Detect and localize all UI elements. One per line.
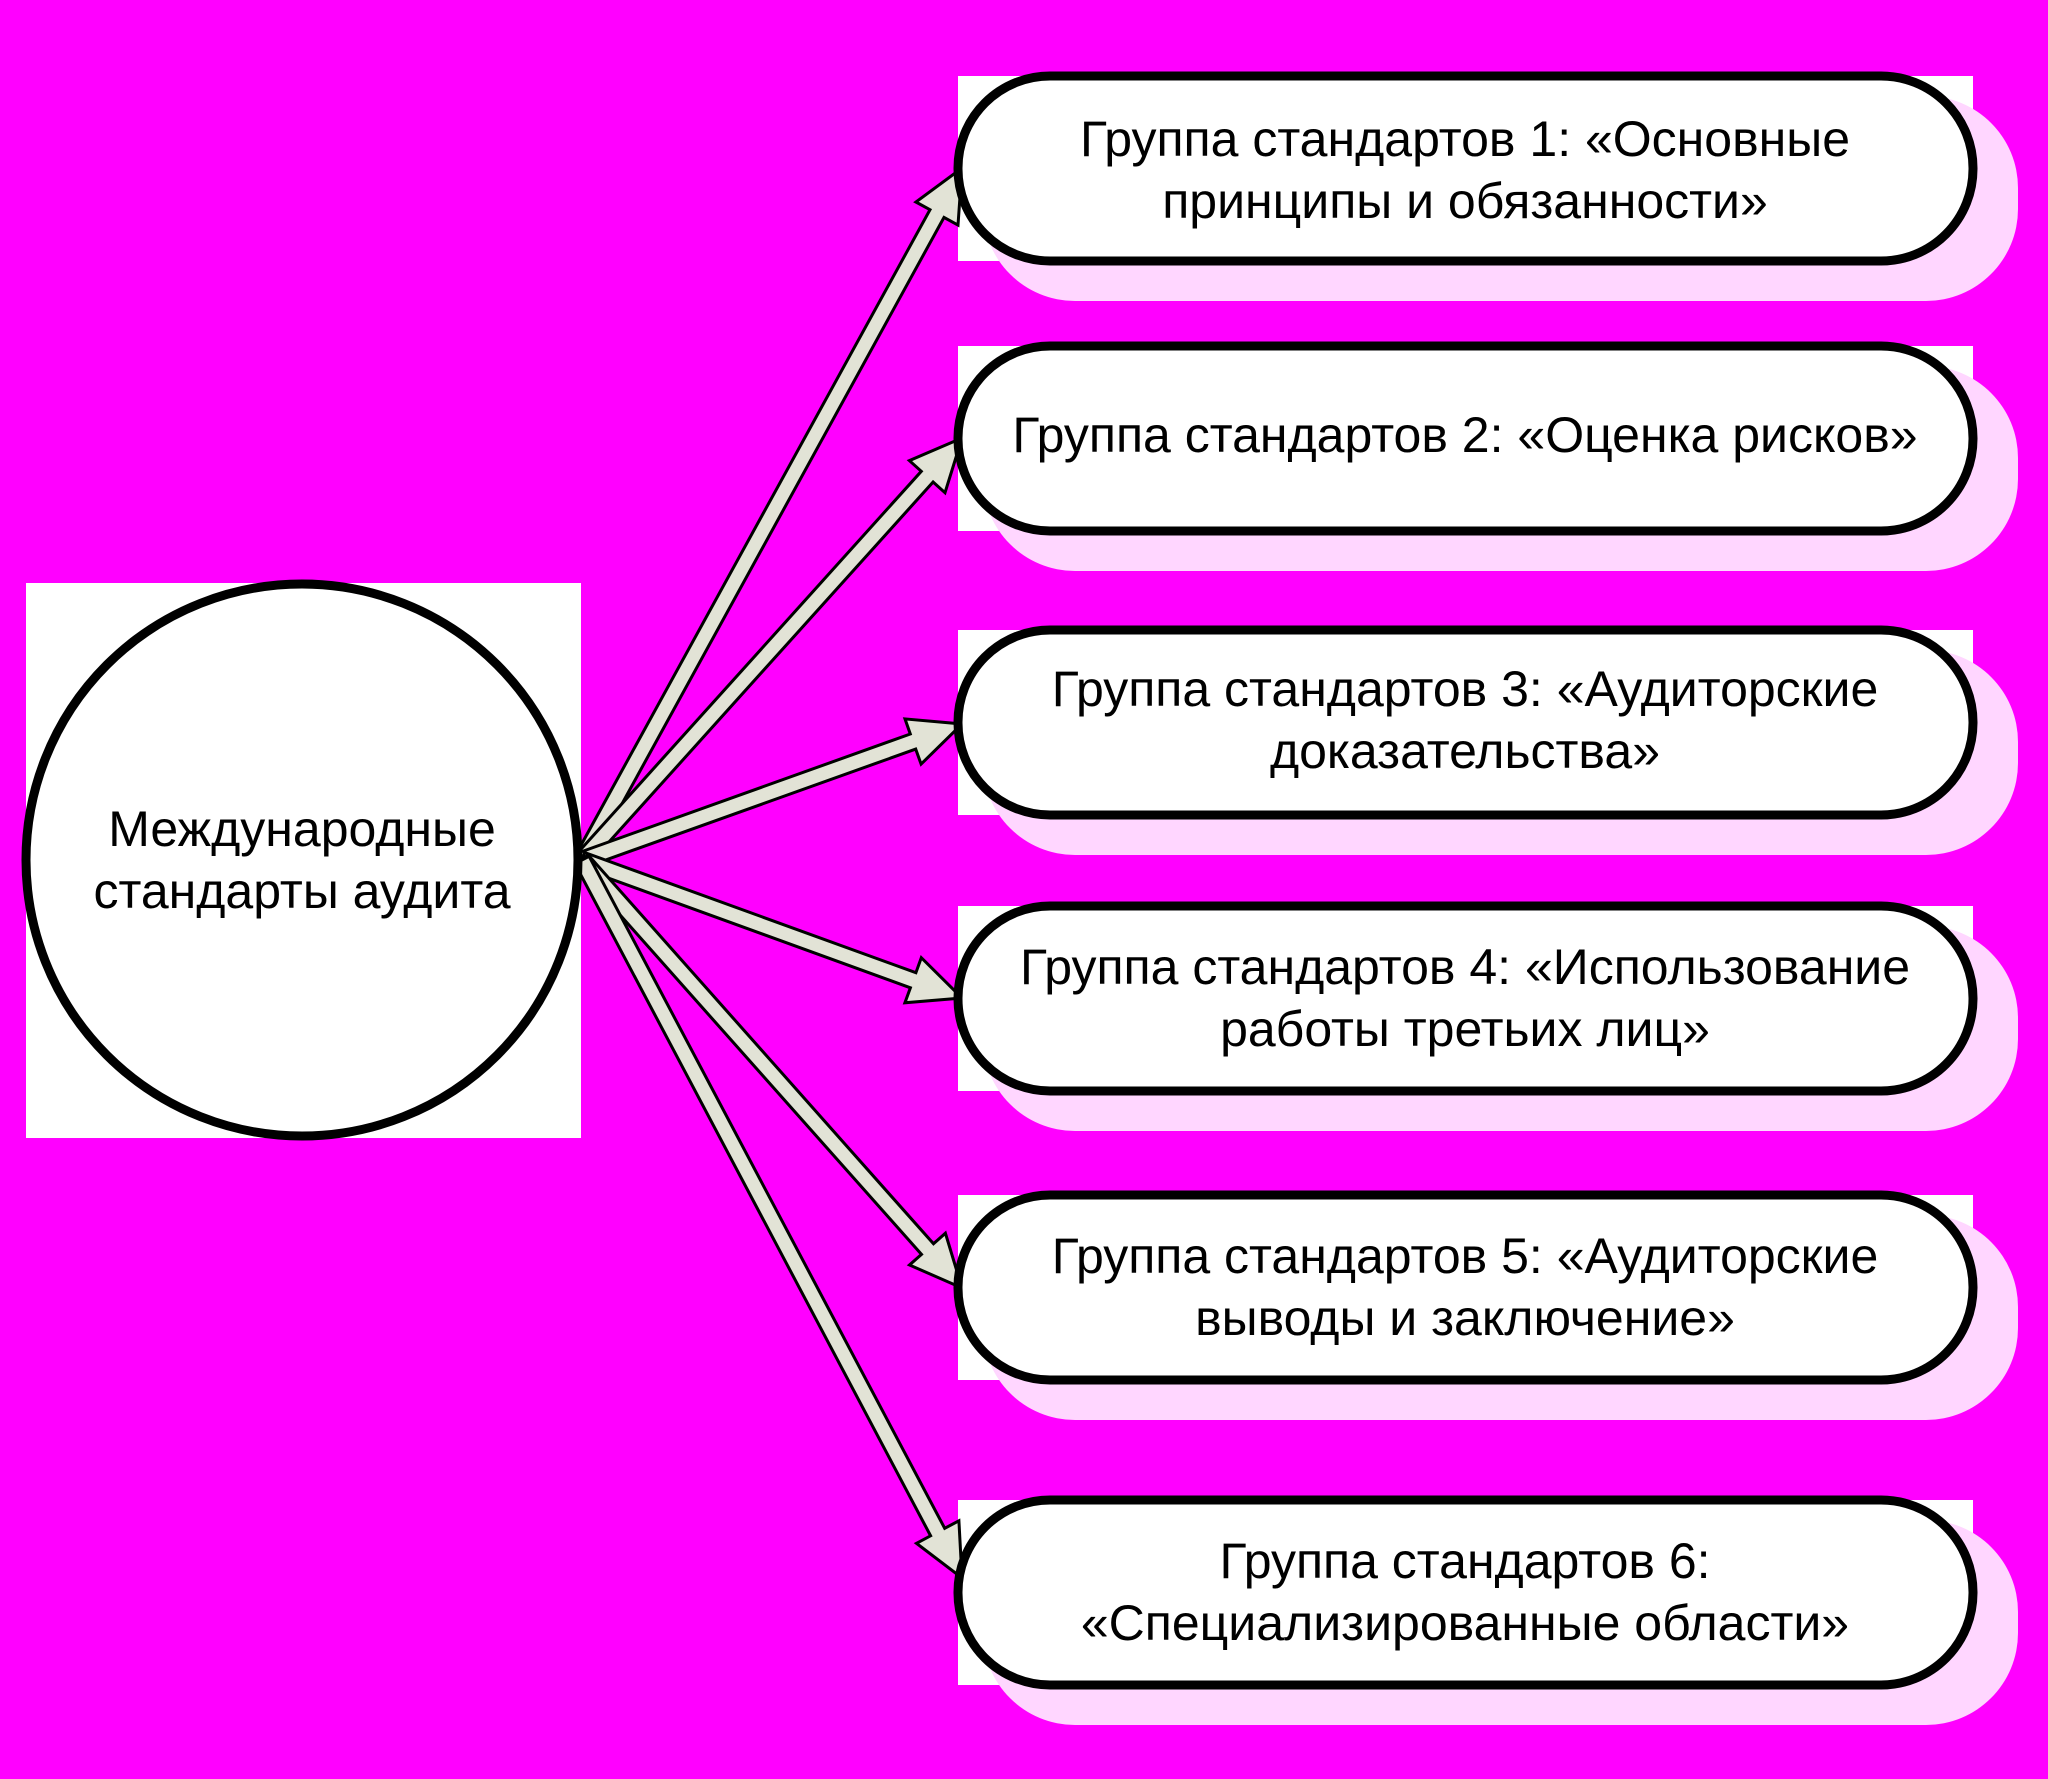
arrow-to-group-4 (577, 850, 966, 1005)
arrow-to-group-5 (573, 852, 965, 1291)
group-node-3-label: Группа стандартов 3: «Аудиторские доказа… (1051, 661, 1879, 779)
group-node-3 (953, 625, 1978, 820)
center-node-label: Международные стандарты аудита (93, 801, 511, 919)
arrow-to-group-3 (577, 717, 966, 870)
group-nodes (953, 71, 1978, 1690)
group-node-4-label: Группа стандартов 4: «Использование рабо… (1019, 939, 1911, 1057)
connector-arrows (572, 164, 966, 1582)
group-node-2-label: Группа стандартов 2: «Оценка рисков» (1012, 407, 1918, 463)
group-node-5 (953, 1190, 1978, 1385)
group-node-6 (953, 1495, 1978, 1690)
arrow-to-group-2 (573, 435, 965, 868)
group-node-1 (953, 71, 1978, 266)
group-node-6-label: Группа стандартов 6: «Специализированные… (1080, 1533, 1850, 1651)
center-node-circle (21, 579, 583, 1141)
group-node-2 (953, 341, 1978, 536)
group-node-1-label: Группа стандартов 1: «Основные принципы … (1079, 111, 1851, 229)
arrow-to-group-1 (572, 164, 964, 866)
group-node-5-label: Группа стандартов 5: «Аудиторские выводы… (1051, 1228, 1879, 1346)
arrow-to-group-6 (572, 854, 964, 1582)
group-node-4 (953, 901, 1978, 1096)
